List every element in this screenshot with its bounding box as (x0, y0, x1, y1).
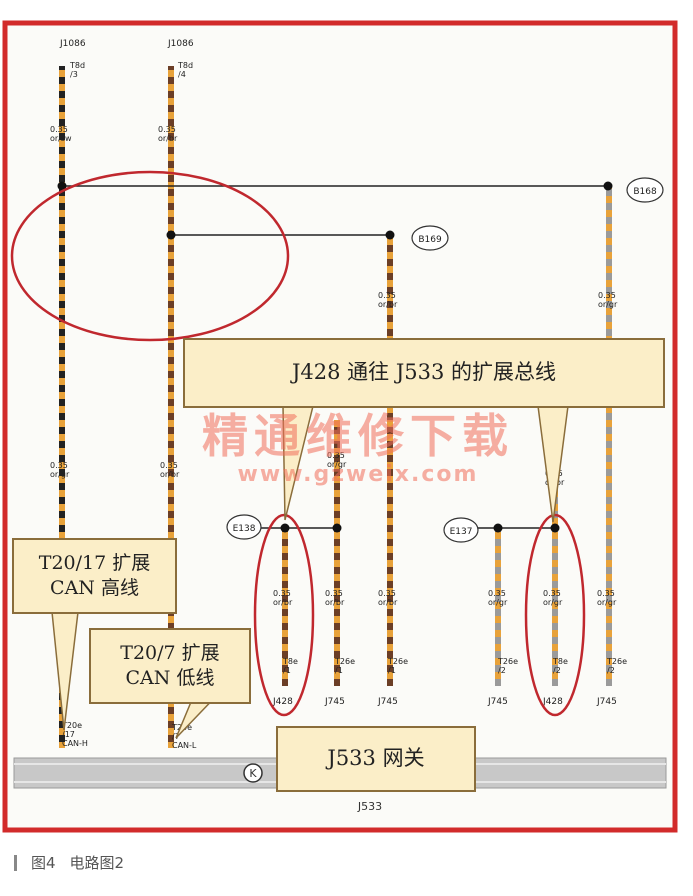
component-label: J745 (487, 697, 508, 707)
wire-b168 (606, 188, 612, 686)
highlight-ellipse-j428-left (253, 513, 315, 717)
ground-symbol-icon (243, 763, 263, 783)
junction-dot (332, 523, 342, 533)
connector-label: T8e/2 (552, 657, 568, 675)
connector-label: T26e/1 (387, 657, 408, 675)
wire-can-low (168, 66, 174, 748)
callout-can-high-text: T20/17 扩展 CAN 高线 (38, 552, 151, 599)
junction-dot (385, 230, 395, 240)
wire-b169 (387, 236, 393, 686)
junction-dot (166, 230, 176, 240)
svg-text:B168: B168 (633, 187, 657, 197)
component-label: J1086 (167, 39, 194, 49)
callout-extended-bus: J428 通往 J533 的扩展总线 (183, 338, 665, 408)
wire-e138-a (282, 528, 288, 686)
junction-dot (57, 181, 67, 191)
splice-b168: B168 (626, 177, 664, 203)
caption-figure-number: 图4 (31, 854, 56, 872)
wire-e137-a (495, 528, 501, 686)
callout-can-low-text: T20/7 扩展 CAN 低线 (120, 642, 220, 689)
caption-bar (14, 854, 17, 871)
component-label: J745 (596, 697, 617, 707)
component-label: J428 (542, 697, 563, 707)
junction-dot (493, 523, 503, 533)
svg-text:E138: E138 (233, 524, 256, 534)
diagram-frame (2, 20, 678, 833)
connector-label: T26e/2 (497, 657, 518, 675)
connector-label: T8e/1 (282, 657, 298, 675)
gateway-label: J533 (357, 800, 382, 813)
callout-can-high: T20/17 扩展 CAN 高线 (12, 538, 177, 614)
wire-can-high (59, 66, 65, 748)
splice-b169: B169 (411, 225, 449, 251)
svg-text:B169: B169 (418, 235, 442, 245)
connector-label: T8d/4 (177, 61, 193, 79)
callout-gateway-text: J533 网关 (327, 746, 425, 771)
junction-dot (550, 523, 560, 533)
callout-extended-bus-text: J428 通往 J533 的扩展总线 (291, 360, 557, 385)
wire-e137-b (552, 420, 558, 686)
component-label: J1086 (59, 39, 86, 49)
junction-dot (280, 523, 290, 533)
callout-can-low: T20/7 扩展 CAN 低线 (89, 628, 251, 704)
caption-title: 电路图2 (69, 854, 125, 872)
component-label: J428 (272, 697, 293, 707)
junction-dot (603, 181, 613, 191)
connector-label: T26e/1 (334, 657, 355, 675)
figure-caption: 图4 电路图2 (14, 852, 124, 873)
splice-e138: E138 (226, 514, 262, 540)
svg-text:K: K (249, 767, 257, 780)
component-label: J745 (377, 697, 398, 707)
splice-e137: E137 (443, 517, 479, 543)
circuit-diagram: K J533 B168 B169 E138 E137 J1086 J1086T8d… (2, 20, 678, 833)
highlight-ellipse-top (10, 170, 290, 342)
connector-label: T8d/3 (69, 61, 85, 79)
component-label: J745 (324, 697, 345, 707)
svg-text:E137: E137 (450, 527, 473, 537)
callout-gateway: J533 网关 (276, 726, 476, 792)
connector-label: T26e/2 (606, 657, 627, 675)
highlight-ellipse-j428-right (524, 513, 586, 717)
wire-e138-b (334, 420, 340, 686)
